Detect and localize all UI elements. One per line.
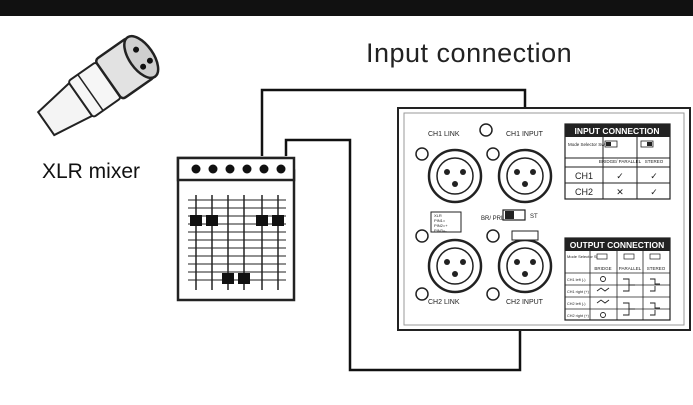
ch2-link-label: CH2 LINK [428, 299, 460, 306]
row-ch2-label: CH2 [575, 187, 593, 197]
xlr-plug-icon [36, 34, 160, 137]
row-ch1-bridge: ✓ [616, 171, 624, 181]
row-ch1-stereo: ✓ [650, 171, 658, 181]
panel-screws [415, 147, 500, 301]
svg-text:CH2 right (+): CH2 right (+) [567, 314, 590, 318]
ch2-link-jack [427, 238, 483, 294]
svg-text:STEREO: STEREO [647, 266, 666, 271]
diagram-title: Input connection [366, 38, 573, 68]
col-stereo: STEREO [645, 159, 664, 164]
row-ch2-stereo: ✓ [650, 187, 658, 197]
output-table-header: OUTPUT CONNECTION [570, 240, 664, 250]
svg-text:BRIDGE: BRIDGE [594, 266, 611, 271]
svg-text:CH1 left (-): CH1 left (-) [567, 278, 586, 282]
xlr-mixer-label: XLR mixer [42, 160, 141, 183]
svg-text:PIN2=+: PIN2=+ [434, 223, 448, 228]
ch1-input-jack [497, 148, 553, 204]
svg-text:XLR: XLR [434, 213, 442, 218]
svg-text:Mode Selector Switch: Mode Selector Switch [567, 254, 606, 259]
top-banner [0, 0, 693, 16]
ch2-input-jack [497, 230, 553, 294]
svg-text:CH1 right (+): CH1 right (+) [567, 290, 590, 294]
ch1-input-label: CH1 INPUT [506, 131, 544, 138]
row-ch2-bridge: ✕ [616, 187, 624, 197]
svg-text:CH2 left (-): CH2 left (-) [567, 302, 586, 306]
output-connection-table: OUTPUT CONNECTION Mode Selector Switch B… [564, 237, 671, 321]
svg-text:Mode Selector Switch: Mode Selector Switch [568, 142, 612, 147]
input-table-header: INPUT CONNECTION [575, 126, 660, 136]
switch-left-label: BR/ PRL [481, 216, 505, 222]
mixer-icon [176, 156, 296, 302]
svg-text:PIN1=: PIN1= [434, 218, 446, 223]
input-connection-table: INPUT CONNECTION Mode Selector Switch BR… [564, 123, 671, 200]
ch2-input-label: CH2 INPUT [506, 299, 544, 306]
row-ch1-label: CH1 [575, 171, 593, 181]
ch1-link-jack [427, 148, 483, 204]
svg-text:PIN3=-: PIN3=- [434, 228, 447, 233]
ground-jack [479, 123, 493, 137]
xlr-pin-legend: XLR PIN1= PIN2=+ PIN3=- [430, 211, 462, 233]
cable-ch2 [284, 138, 522, 372]
switch-right-label: ST [530, 214, 538, 220]
mode-selector-switch: BR/ PRL ST [481, 209, 538, 222]
col-bridge-parallel: BRIDGE/ PARALLEL [599, 159, 642, 164]
output-wiring-glyphs [596, 276, 660, 318]
svg-text:PARALLEL: PARALLEL [619, 266, 642, 271]
ch1-link-label: CH1 LINK [428, 131, 460, 138]
